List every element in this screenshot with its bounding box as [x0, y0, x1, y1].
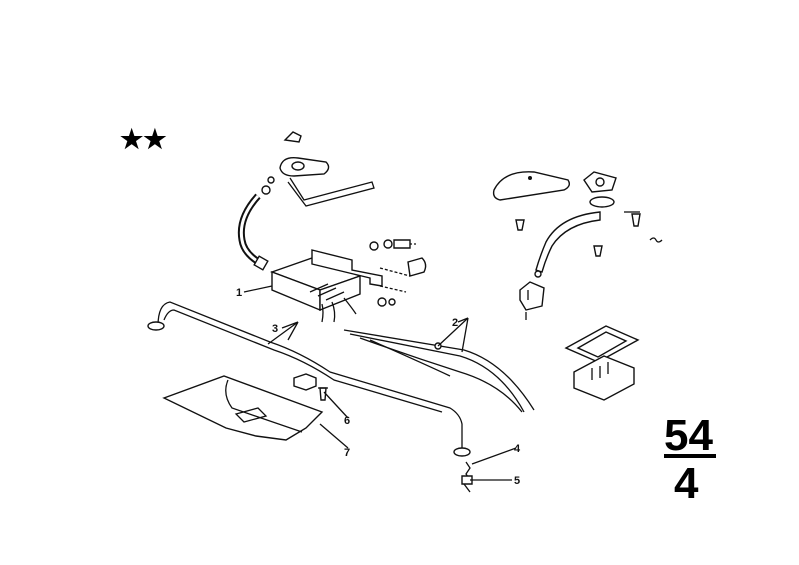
star-marker: ★★	[120, 124, 167, 154]
control-unit	[269, 249, 383, 323]
leader-lines	[243, 285, 517, 481]
group-number-main: 54	[664, 411, 713, 460]
screw-5	[461, 475, 473, 493]
mirror-bracket-assembly	[492, 171, 663, 320]
cover-plate	[162, 375, 324, 441]
callout-5: 5	[514, 475, 520, 487]
callout-7: 7	[344, 447, 350, 459]
callout-6: 6	[344, 415, 350, 427]
wire-bundle	[343, 329, 535, 413]
sensor-cable	[237, 193, 269, 271]
screw-6	[318, 387, 328, 401]
callout-3: 3	[272, 323, 278, 335]
callout-1: 1	[236, 287, 242, 299]
callout-4: 4	[514, 443, 521, 455]
switch-assembly	[564, 325, 640, 401]
group-divider	[664, 454, 716, 458]
group-number-sub: 4	[674, 459, 699, 508]
mounting-hardware	[369, 239, 427, 307]
wiring-harness	[147, 301, 471, 457]
sensor-bracket	[261, 131, 375, 207]
callout-2: 2	[452, 317, 458, 329]
